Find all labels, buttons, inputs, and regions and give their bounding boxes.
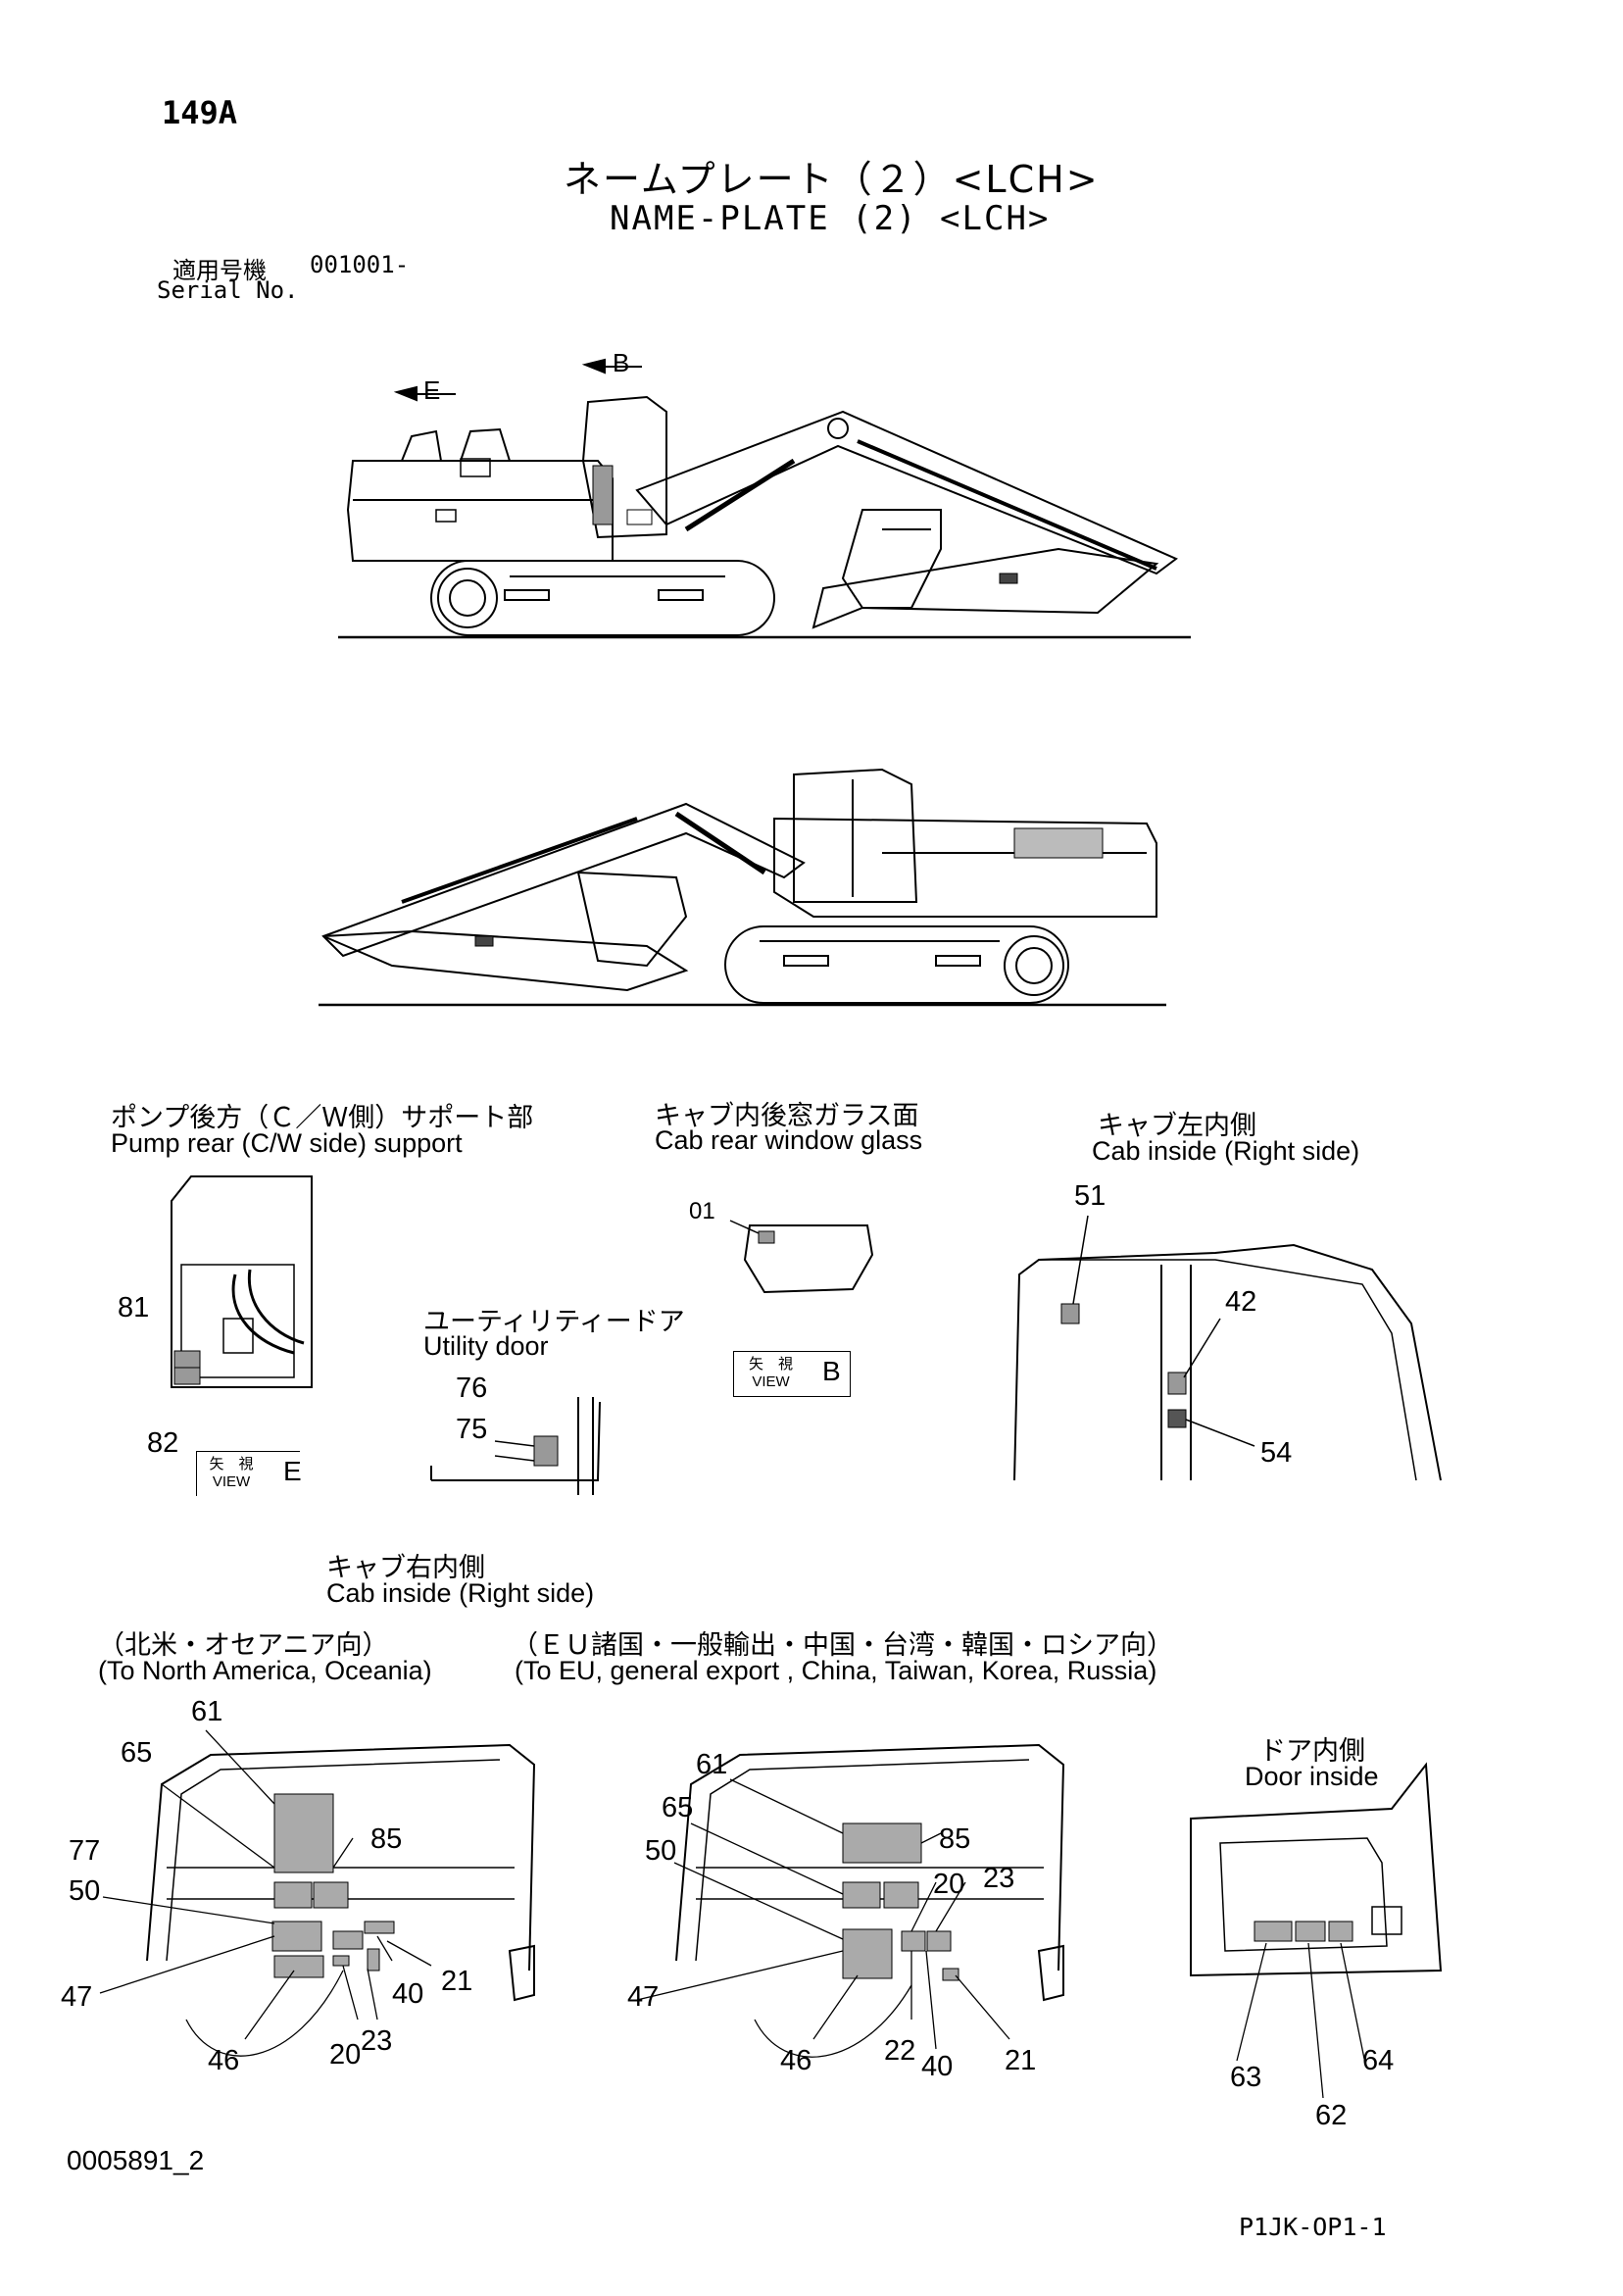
pump-rear-caption-jp: ポンプ後方（Ｃ／Ｗ側）サポート部	[111, 1103, 534, 1133]
callout-51: 51	[1074, 1180, 1107, 1212]
callout-eu-50: 50	[645, 1835, 677, 1867]
callout-na-47: 47	[61, 1981, 93, 2013]
callout-eu-47: 47	[627, 1981, 660, 2013]
cab-left-caption-jp: キャブ左内側	[1098, 1111, 1256, 1141]
callout-76: 76	[456, 1373, 488, 1404]
callout-na-77: 77	[69, 1835, 101, 1867]
na-caption-en: (To North America, Oceania)	[98, 1656, 432, 1685]
callout-eu-23: 23	[983, 1863, 1015, 1894]
callout-64: 64	[1362, 2045, 1395, 2076]
excavator-left-view	[338, 358, 1191, 639]
view-e-kanji: 矢 視	[209, 1455, 254, 1472]
callout-na-23: 23	[361, 2025, 393, 2057]
cab-left-inside-detail	[1013, 1215, 1442, 1481]
callout-eu-61: 61	[696, 1749, 728, 1780]
cab-left-caption-en: Cab inside (Right side)	[1092, 1136, 1360, 1166]
view-b-letter: B	[822, 1356, 841, 1386]
cab-eu-detail	[636, 1743, 1065, 2058]
pump-rear-caption-en: Pump rear (C/W side) support	[111, 1128, 463, 1158]
callout-63: 63	[1230, 2062, 1262, 2093]
utility-door-caption-en: Utility door	[423, 1331, 549, 1361]
cab-rear-window-caption-jp: キャブ内後窓ガラス面	[655, 1101, 919, 1131]
callout-na-61: 61	[191, 1696, 223, 1727]
title-japanese: ネームプレート（２）<LCH>	[564, 158, 1100, 201]
pump-rear-detail	[171, 1175, 313, 1388]
cab-na-detail	[99, 1729, 536, 2057]
view-e-view: VIEW	[212, 1473, 251, 1490]
callout-na-65: 65	[121, 1737, 153, 1769]
callout-75: 75	[456, 1414, 488, 1445]
view-b-marker: B	[613, 348, 630, 377]
sheet-code: P1JK-OP1-1	[1239, 2213, 1387, 2241]
door-inside-detail	[1190, 1762, 1443, 2099]
callout-01: 01	[689, 1198, 715, 1224]
view-e-box: 矢 視 VIEW E	[196, 1451, 302, 1496]
callout-na-40: 40	[392, 1978, 424, 2010]
utility-door-caption-jp: ユーティリティードア	[423, 1307, 685, 1337]
eu-caption-jp: （ＥＵ諸国・一般輸出・中国・台湾・韓国・ロシア向）	[512, 1630, 1173, 1661]
callout-na-85: 85	[370, 1823, 403, 1855]
callout-42: 42	[1225, 1286, 1257, 1318]
callout-82: 82	[147, 1427, 179, 1459]
callout-eu-46: 46	[780, 2045, 812, 2076]
door-inside-caption-en: Door inside	[1245, 1762, 1379, 1791]
callout-eu-65: 65	[662, 1792, 694, 1823]
view-b-box: 矢 視 VIEW B	[733, 1351, 851, 1397]
callout-na-46: 46	[208, 2045, 240, 2076]
title-english: NAME-PLATE (2) <LCH>	[610, 199, 1051, 238]
callout-81: 81	[118, 1292, 150, 1323]
document-number: 0005891_2	[67, 2145, 205, 2175]
cab-rear-window-detail	[729, 1220, 874, 1294]
callout-eu-20: 20	[933, 1869, 965, 1900]
callout-eu-40: 40	[921, 2051, 954, 2082]
page-code: 149A	[162, 94, 238, 131]
excavator-right-view	[319, 768, 1166, 1007]
callout-na-50: 50	[69, 1875, 101, 1907]
callout-eu-21: 21	[1005, 2045, 1037, 2076]
view-b-view: VIEW	[752, 1373, 790, 1390]
eu-caption-en: (To EU, general export , China, Taiwan, …	[515, 1656, 1157, 1685]
view-b-kanji: 矢 視	[748, 1355, 793, 1373]
callout-eu-85: 85	[939, 1823, 971, 1855]
view-e-letter: E	[283, 1456, 302, 1486]
view-e-marker: E	[423, 375, 441, 405]
cab-right-caption-en: Cab inside (Right side)	[326, 1578, 595, 1608]
serial-value: 001001-	[310, 251, 410, 278]
serial-label-english: Serial No.	[157, 276, 299, 304]
cab-right-caption-jp: キャブ右内側	[326, 1553, 485, 1583]
serial-label-japanese: 適用号機	[172, 257, 267, 284]
callout-na-20: 20	[329, 2039, 362, 2071]
callout-eu-22: 22	[884, 2035, 916, 2067]
door-inside-caption-jp: ドア内側	[1259, 1736, 1365, 1767]
callout-54: 54	[1260, 1437, 1293, 1469]
callout-na-21: 21	[441, 1966, 473, 1997]
na-caption-jp: （北米・オセアニア向）	[98, 1630, 389, 1661]
callout-62: 62	[1315, 2100, 1348, 2131]
utility-door-detail	[430, 1397, 601, 1495]
cab-rear-window-caption-en: Cab rear window glass	[655, 1125, 923, 1155]
